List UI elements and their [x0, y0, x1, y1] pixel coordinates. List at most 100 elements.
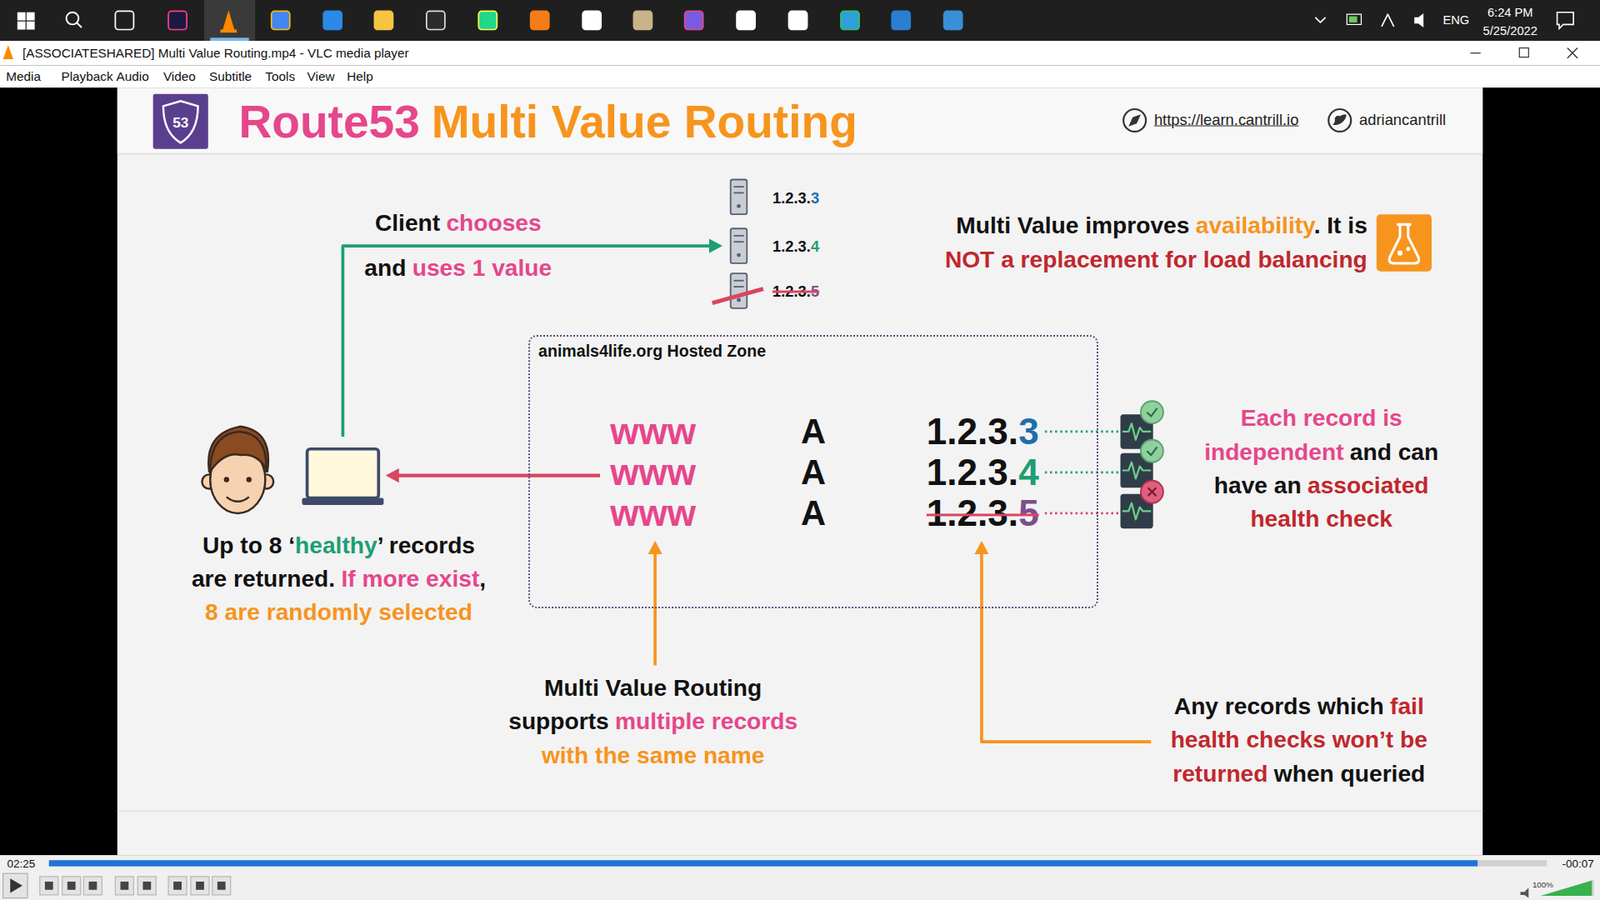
vlc-icon [3, 45, 14, 60]
app-icon [891, 10, 910, 30]
control-button [212, 876, 231, 895]
text-block: Subtitle [209, 68, 252, 85]
menu-item: Tools [265, 69, 295, 84]
callout-text: 8 are randomly selected [205, 600, 473, 626]
control-button [190, 876, 210, 895]
flask-symbol [1389, 224, 1420, 264]
text-block: -00:07 [1561, 857, 1594, 872]
menu-item: Subtitle [209, 69, 252, 84]
active-task [204, 0, 255, 41]
cross-mark [1148, 487, 1157, 496]
control-button [40, 876, 59, 895]
leader-line [1045, 471, 1119, 475]
text-line: 100% [1532, 880, 1554, 890]
text-line: with the same name [508, 739, 798, 773]
arrow-head [974, 540, 989, 555]
text-block: 53 [172, 114, 189, 132]
app-icon [478, 10, 497, 30]
callout-text: returned [1172, 760, 1268, 787]
restore-button [1519, 48, 1529, 58]
text-block: A [800, 410, 826, 454]
active-indicator [210, 37, 250, 41]
record-type: A [800, 493, 826, 533]
pulse-line [1122, 503, 1151, 520]
volume-percent: 100% [1532, 880, 1554, 890]
leader-line [1045, 430, 1119, 434]
text-line: Each record is independentand can have a… [1182, 401, 1460, 537]
text-line: 1.2.3.5 [926, 490, 1040, 536]
cross-mark [1148, 487, 1157, 496]
text-block: Audio [116, 68, 150, 85]
tray-chevron [1315, 17, 1325, 23]
text-line: Multi Value improvesavailability. It is [945, 209, 1368, 243]
text-block: 100% [1532, 880, 1554, 890]
arrow-line [981, 551, 1151, 742]
callout-text: chooses [445, 210, 541, 236]
control-button [115, 876, 134, 895]
mute-icon [1520, 887, 1529, 898]
menu-item: View [307, 69, 335, 84]
windows-logo [26, 21, 35, 30]
slide [117, 87, 1483, 855]
text-block: 1.2.3.4 [772, 237, 820, 257]
text-line: A [800, 410, 826, 454]
callout-text: Client [375, 210, 440, 236]
text-block: Help [346, 68, 373, 85]
server-ip: 1.2.3. [772, 188, 811, 206]
arrow-line [653, 551, 657, 665]
text-line: www [610, 449, 696, 495]
text-line: are returned.If more exist, [191, 562, 486, 596]
laptop-screen [307, 449, 380, 499]
callout-text: Multi Value improves [955, 212, 1190, 239]
pulse-line [1122, 462, 1151, 480]
vlc-icon [220, 30, 237, 34]
arrow-line [396, 473, 600, 477]
text-line: Any records whichfail [1170, 690, 1428, 724]
app-icon [530, 10, 550, 30]
battery-icon [1346, 14, 1361, 25]
control-symbol [195, 881, 205, 890]
server-slot [733, 280, 744, 282]
windows-logo [17, 21, 26, 30]
record-value: 1.2.3. [926, 492, 1019, 534]
minimize-button [1470, 52, 1480, 54]
control-symbol [45, 881, 54, 890]
text-block: [ASSOCIATESHARED] Multi Value Routing.mp… [22, 45, 410, 61]
text-line: 1.2.3.3 [926, 408, 1040, 455]
text-block: www [610, 449, 696, 495]
footer-rule [117, 810, 1483, 812]
menu-item: Help [346, 69, 373, 84]
twitter-icon [1328, 109, 1351, 132]
text-line: 1.2.3.4 [926, 449, 1040, 495]
text-line: -00:07 [1561, 857, 1594, 872]
record-value: 1.2.3. [926, 451, 1019, 493]
record-name: www [610, 451, 696, 493]
elapsed-time: 02:25 [7, 857, 36, 870]
server-slot [733, 240, 744, 243]
text-line: Subtitle [209, 68, 252, 85]
app-icon [789, 10, 808, 30]
server-icon [730, 228, 748, 264]
control-symbol [120, 881, 129, 890]
play-symbol [10, 878, 23, 893]
text-line: 5/25/2022 [1483, 23, 1538, 39]
flask-bubble [1405, 246, 1410, 251]
callout-text: NOT a replacement for load balancing [945, 245, 1368, 272]
remaining-time: -00:07 [1561, 857, 1594, 870]
control-button [168, 876, 187, 895]
text-line: ENG [1442, 12, 1470, 28]
callout-text: multiple records [615, 709, 798, 735]
menu-bar [0, 65, 1600, 88]
text-line: 8 are randomly selected [191, 596, 486, 630]
route53-shield [163, 100, 199, 143]
control-symbol [173, 881, 182, 890]
text-block: Multi Value Routingsupportsmultiple reco… [508, 671, 798, 773]
health-badge [1140, 440, 1164, 463]
record-name: www [610, 410, 696, 452]
text-line: anduses 1 value [364, 245, 552, 291]
text-line: Media [5, 68, 41, 85]
text-block: 1.2.3.5 [926, 490, 1040, 536]
callout-text: uses 1 value [412, 255, 552, 281]
health-badge [1140, 400, 1164, 424]
